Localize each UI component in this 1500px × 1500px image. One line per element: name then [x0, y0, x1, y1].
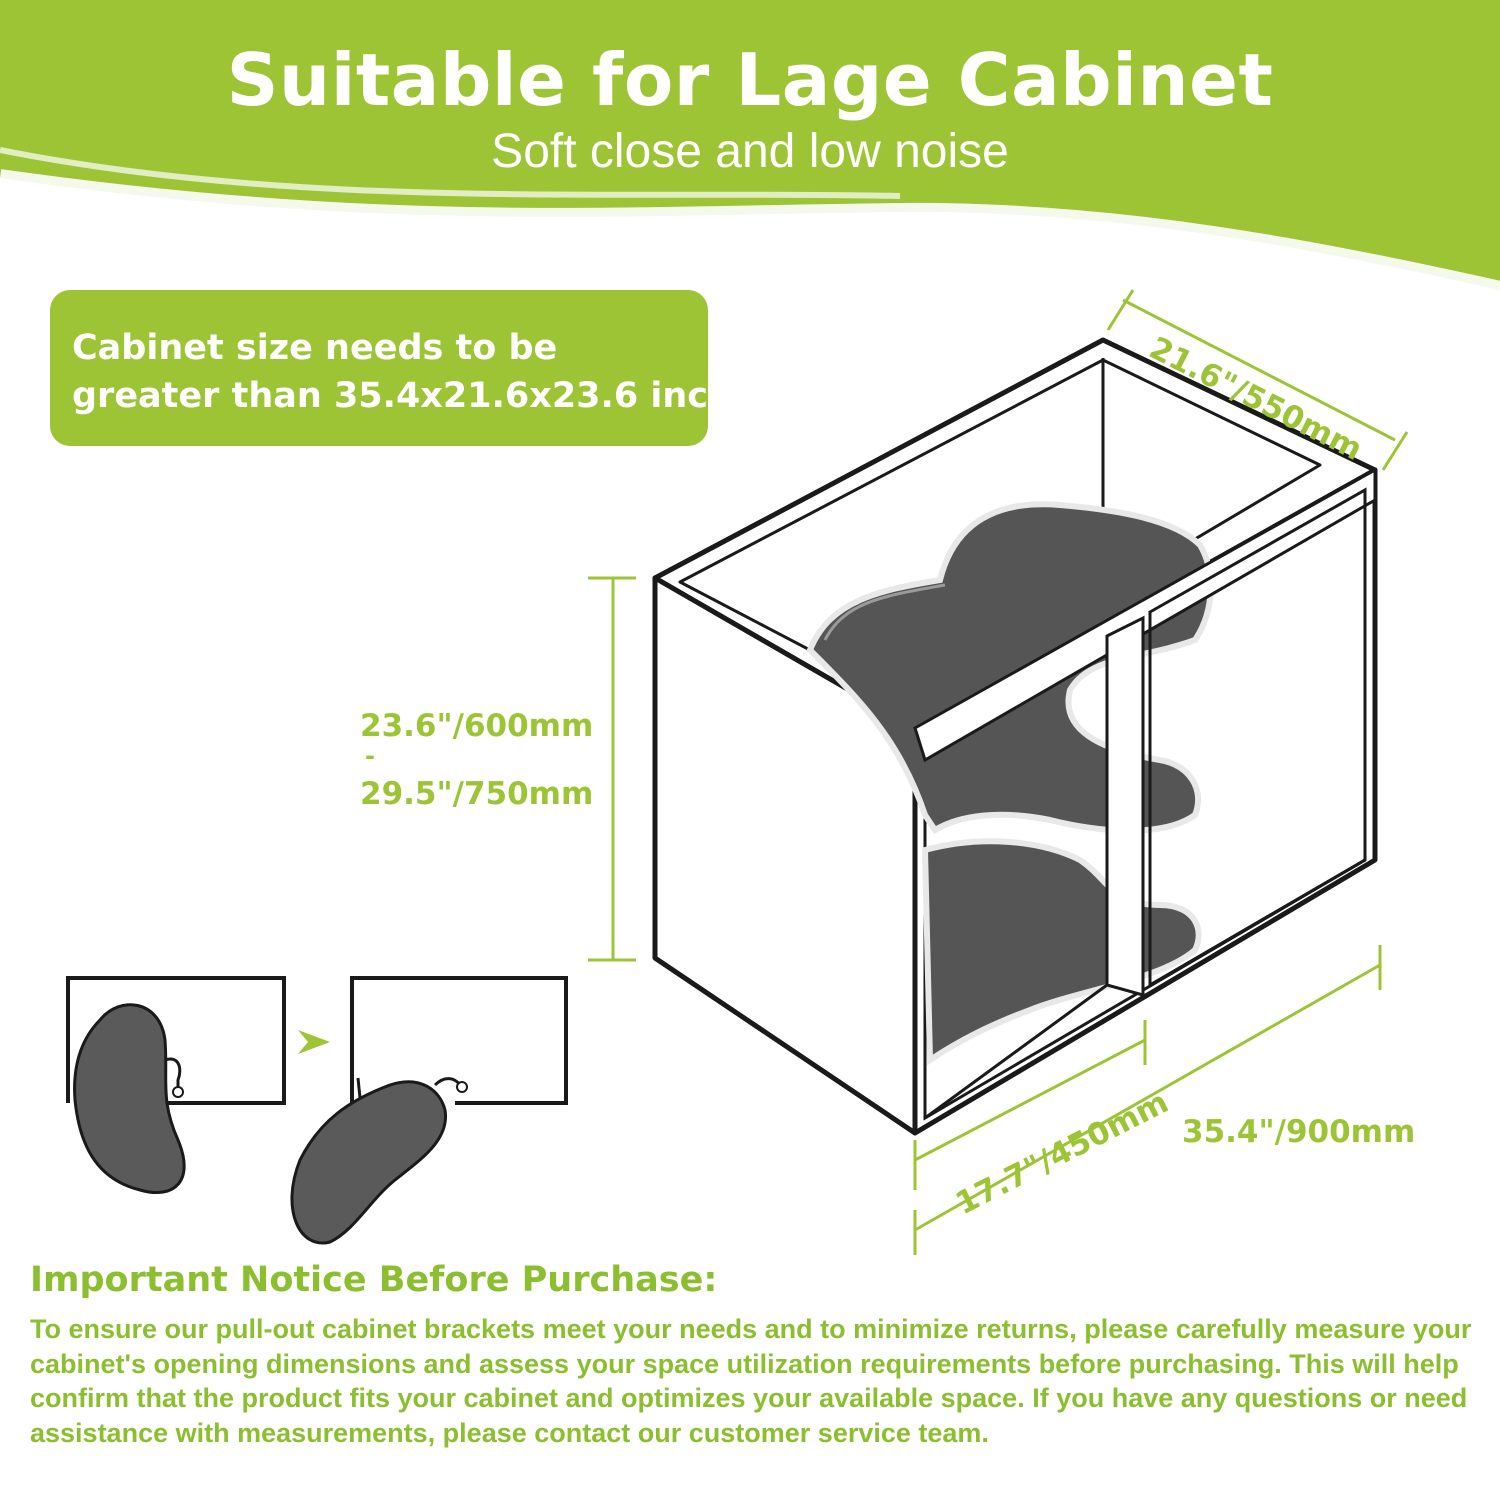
page-subtitle: Soft close and low noise	[491, 125, 1009, 178]
center-divider	[1105, 615, 1145, 997]
arrow-icon	[298, 1030, 330, 1054]
tray-lower	[921, 838, 1202, 1066]
width-dimension-label: 35.4"/900mm	[1182, 1114, 1416, 1150]
size-requirement-callout: Cabinet size needs to be greater than 35…	[50, 290, 733, 446]
height-separator: -	[365, 742, 375, 770]
page-title: Suitable for Lage Cabinet	[226, 38, 1274, 122]
height-min-label: 23.6"/600mm	[360, 708, 594, 744]
height-max-label: 29.5"/750mm	[360, 776, 594, 812]
dimension-lines	[588, 289, 1409, 1255]
header-banner	[0, 0, 1500, 299]
callout-line-2: greater than 35.4x21.6x23.6 inch	[72, 376, 733, 416]
notice-heading: Important Notice Before Purchase:	[30, 1260, 718, 1300]
notice-body: To ensure our pull-out cabinet brackets …	[30, 1314, 1472, 1448]
callout-line-1: Cabinet size needs to be	[72, 328, 558, 368]
plan-view-closed	[66, 976, 286, 1195]
plan-view-open	[290, 976, 568, 1245]
